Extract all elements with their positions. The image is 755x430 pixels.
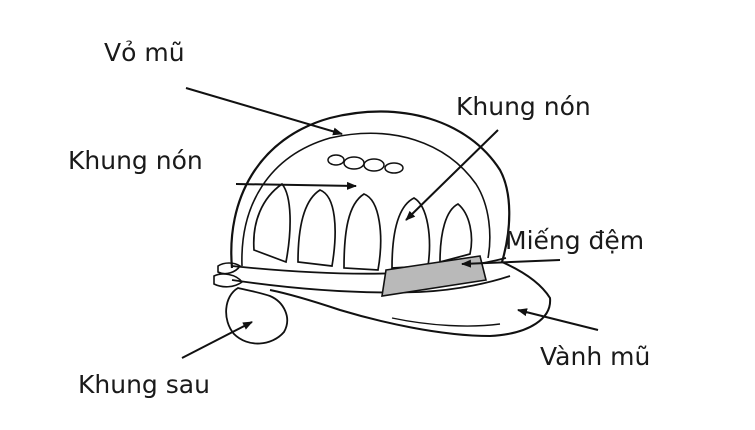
helmet-shell-inner xyxy=(241,132,491,267)
helmet-brim xyxy=(269,261,552,338)
arrow-frame-right xyxy=(405,129,499,221)
rear-frame xyxy=(225,287,289,345)
label-pad: Miếng đệm xyxy=(505,226,645,255)
arrow-pad xyxy=(461,259,561,268)
arrow-shell xyxy=(185,87,343,136)
label-rear-frame: Khung sau xyxy=(78,370,210,399)
label-shell: Vỏ mũ xyxy=(104,38,185,67)
rear-clip xyxy=(213,262,244,288)
vents xyxy=(327,154,404,174)
arrow-brim xyxy=(517,308,599,331)
label-brim: Vành mũ xyxy=(540,342,651,371)
arrow-rear-frame xyxy=(181,321,253,359)
helmet-brim-edge xyxy=(391,317,501,327)
helmet-shell-outline xyxy=(230,110,511,269)
frame-cutouts xyxy=(252,182,473,271)
sweat-pad xyxy=(381,255,487,297)
leader-arrows xyxy=(181,87,599,359)
label-frame-left: Khung nón xyxy=(68,146,203,175)
label-frame-right: Khung nón xyxy=(456,92,591,121)
arrow-frame-left xyxy=(235,181,357,190)
